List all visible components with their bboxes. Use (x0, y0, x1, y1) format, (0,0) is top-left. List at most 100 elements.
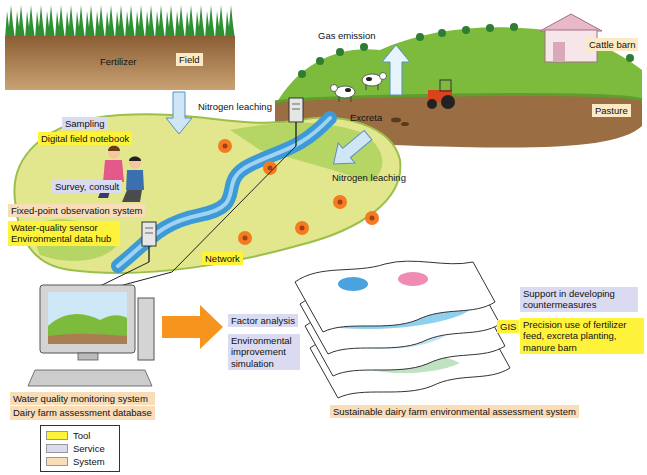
land (14, 114, 400, 273)
cow-leg (351, 97, 352, 102)
legend-row: Service (46, 442, 114, 455)
tag-text: Support in developing countermeasures (523, 288, 635, 311)
flower (333, 195, 347, 209)
tree (360, 43, 368, 51)
annotation-label: Gas emission (318, 30, 376, 41)
cow-head (331, 85, 338, 92)
flower-center (268, 166, 273, 171)
cow-leg (366, 85, 367, 90)
tag-text: Digital field notebook (41, 133, 129, 144)
tractor-wheel (427, 99, 437, 109)
keyboard (28, 370, 152, 386)
river (118, 118, 330, 266)
excreta-pile (401, 122, 409, 126)
soil-edge (275, 95, 642, 102)
label-tag: Network (202, 252, 243, 265)
tree (336, 48, 344, 56)
screen (48, 292, 127, 344)
sensor-detail (145, 228, 153, 229)
field-soil (5, 36, 235, 90)
annotation-label: Nitrogen leaching (332, 172, 406, 183)
tree (316, 57, 324, 65)
person-hair (129, 157, 141, 162)
computer (28, 285, 154, 386)
screen-soil (48, 334, 127, 344)
cow-leg (378, 85, 379, 90)
cow-spot (345, 88, 351, 92)
label-tag: Survey, consult (52, 180, 122, 193)
gas-arrow (382, 45, 410, 95)
tag-text: Dairy farm assessment database (13, 407, 152, 418)
river-highlight (118, 118, 330, 266)
legend-swatch (46, 431, 68, 440)
field-grass (5, 5, 235, 40)
tractor-cab (440, 80, 451, 91)
sensor-detail (292, 109, 300, 110)
legend-text: Service (73, 443, 105, 454)
tag-text: Survey, consult (55, 181, 119, 192)
label-tag: Field (176, 53, 203, 66)
legend-text: Tool (73, 430, 90, 441)
label-tag: Pasture (592, 104, 631, 117)
leaching-arrow (166, 92, 192, 134)
flower (218, 139, 232, 153)
flow-arrow (162, 305, 223, 349)
network-line (96, 262, 149, 288)
label-tag: Fixed-point observation system (8, 204, 145, 217)
tag-text: Water-quality sensor Environmental data … (11, 222, 117, 245)
flower-center (243, 236, 248, 241)
label-tag: Factor analysis (228, 314, 298, 327)
pink-zone (398, 272, 428, 286)
label-tag: Support in developing countermeasures (520, 287, 638, 312)
legend-row: Tool (46, 429, 114, 442)
annotation-label: Fertilizer (100, 56, 136, 67)
tree (462, 26, 470, 34)
legend-box: ToolServiceSystem (40, 425, 120, 472)
gis-layer (295, 261, 495, 332)
person-body (126, 170, 144, 190)
water-sensor (289, 98, 303, 122)
blue-zone (338, 277, 368, 291)
tree (416, 33, 424, 41)
label-tag: Precision use of fertilizer feed, excret… (520, 318, 644, 354)
monitor-stand (78, 353, 98, 360)
barn-door (553, 42, 565, 62)
cow (331, 85, 356, 103)
annotation-label: Nitrogen leaching (198, 101, 272, 112)
label-tag: Environmental improvement simulation (228, 334, 300, 370)
tag-text: GIS (500, 321, 516, 332)
sensor-pole (148, 244, 150, 262)
tag-text: Pasture (595, 105, 628, 116)
tag-text: Cattle barn (589, 39, 635, 50)
excreta-pile (391, 118, 401, 123)
person (122, 157, 144, 203)
label-tag: Sustainable dairy farm environmental ass… (330, 405, 579, 418)
person-leg (122, 190, 142, 202)
cow-body (335, 86, 355, 98)
legend-swatch (46, 457, 68, 466)
screen-hill (48, 314, 127, 344)
sensor-pole (295, 120, 297, 146)
tree-row (298, 23, 634, 78)
label-tag: GIS (497, 320, 519, 333)
water-sensor (142, 222, 156, 246)
tree (486, 24, 494, 32)
label-tag: Water-quality sensor Environmental data … (8, 221, 120, 246)
tree (438, 29, 446, 37)
flower-center (300, 226, 305, 231)
flower-group (218, 139, 379, 245)
tractor-wheel (441, 95, 455, 109)
sensor-detail (292, 104, 300, 105)
cow (362, 73, 387, 91)
flower-center (370, 216, 375, 221)
flower-center (338, 200, 343, 205)
layer-sheet (295, 261, 495, 332)
computer-tower (138, 298, 154, 360)
tag-text: Fixed-point observation system (11, 205, 142, 216)
cow-leg (339, 97, 340, 102)
cow-body (362, 74, 382, 86)
flower (295, 221, 309, 235)
tag-text: Factor analysis (231, 315, 295, 326)
person-head (129, 157, 141, 169)
